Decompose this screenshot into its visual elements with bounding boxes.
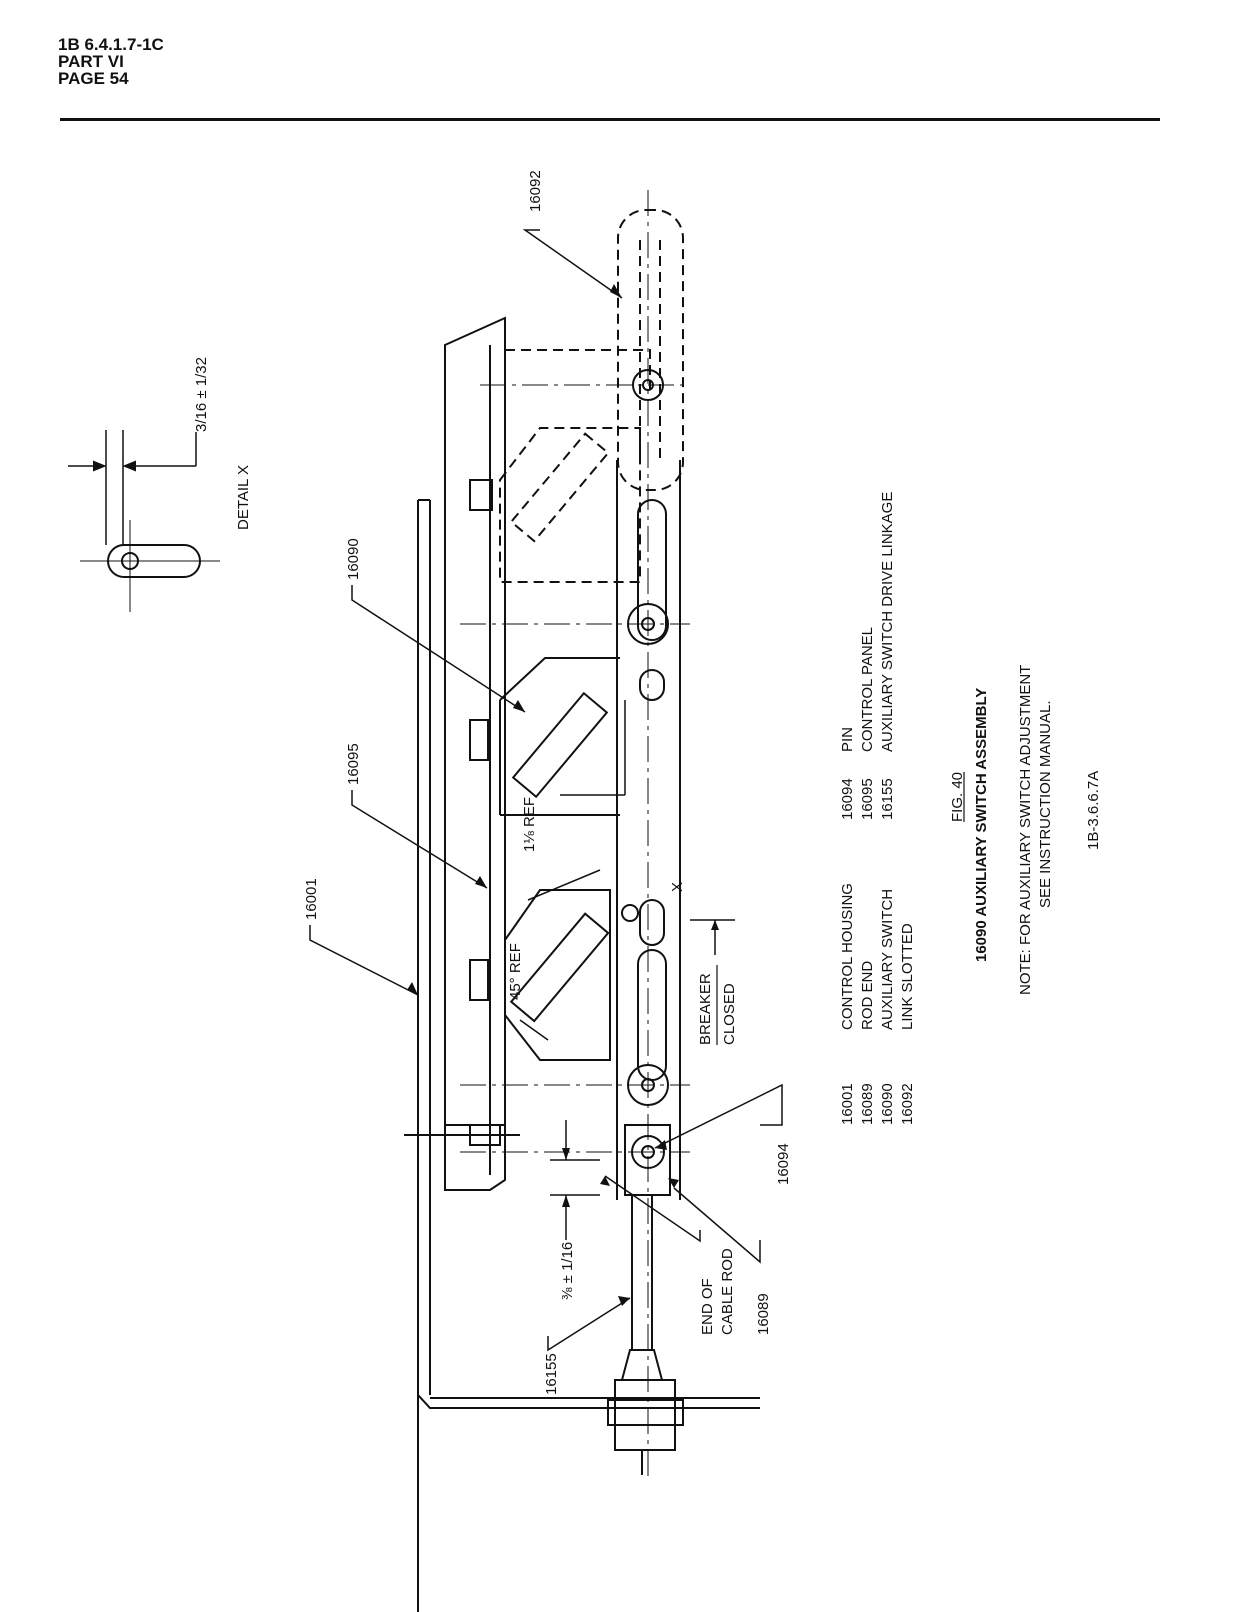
control-panel [404,316,520,1191]
legend-desc-16090: AUXILIARY SWITCH [879,889,896,1030]
page-label: PAGE 54 [58,69,129,88]
legend-desc-16089: ROD END [859,961,876,1030]
parts-legend: 16001 CONTROL HOUSING 16089 ROD END 1609… [839,492,916,1125]
arrowheads [407,284,719,1306]
callout-16001: 16001 [303,878,320,920]
leader-lines [309,229,783,1352]
legend-num-16095: 16095 [859,778,876,820]
note-line-1: NOTE: FOR AUXILIARY SWITCH ADJUSTMENT [1017,665,1034,995]
callout-16090: 16090 [345,538,362,580]
document-header: 1B 6.4.1.7-1C PART VI PAGE 54 [58,36,164,87]
callout-16092: 16092 [527,170,544,212]
aux-switch-upper [499,657,620,816]
detail-x-label: DETAIL X [235,465,252,530]
dimension-lines [519,869,735,1240]
legend-num-16001: 16001 [839,1083,856,1125]
doc-number: 1B 6.4.1.7-1C [58,35,164,54]
callout-16094: 16094 [775,1143,792,1185]
legend-num-16089: 16089 [859,1083,876,1125]
cable-rod [607,1195,684,1475]
legend-desc-16155: AUXILIARY SWITCH DRIVE LINKAGE [879,492,896,752]
legend-num-16092: 16092 [899,1083,916,1125]
callout-16089: 16089 [755,1293,772,1335]
figure-caption: FIG. 40 16090 AUXILIARY SWITCH ASSEMBLY … [949,665,1102,995]
dimension-labels: 3/16 ± 1/32 DETAIL X 1⅛ REF 45° REF X ⅜ … [193,357,686,1300]
note-line-2: SEE INSTRUCTION MANUAL. [1037,700,1054,908]
annotation-labels: BREAKER CLOSED END OF CABLE ROD [697,965,738,1335]
legend-num-16094: 16094 [839,778,856,820]
legend-desc-16094: PIN [839,727,856,752]
ref-1-1-8: 1⅛ REF [521,797,538,852]
callout-16095: 16095 [345,743,362,785]
detail-x-slot [68,430,220,612]
drawing-number: 1B-3.6.6.7A [1085,771,1102,850]
aux-switch-lower [504,889,611,1061]
fig-label: FIG. 40 [949,772,966,822]
breaker-label: BREAKER [697,973,714,1045]
legend-desc-16095: CONTROL PANEL [859,627,876,752]
ref-45: 45° REF [507,943,524,1000]
callout-16155: 16155 [543,1353,560,1395]
control-housing [417,499,760,1612]
header-rule [60,118,1160,121]
center-lines [460,190,690,1480]
x-mark: X [669,882,686,892]
switch-alt-position [499,209,684,583]
legend-desc-16001: CONTROL HOUSING [839,883,856,1030]
fig-title: 16090 AUXILIARY SWITCH ASSEMBLY [973,688,990,962]
callout-labels: 16092 16090 16095 16001 16094 16089 1615… [303,170,792,1395]
closed-label: CLOSED [721,983,738,1045]
legend-desc-16092: LINK SLOTTED [899,923,916,1030]
legend-num-16090: 16090 [879,1083,896,1125]
rod-dimension: ⅜ ± 1/16 [559,1242,576,1300]
cable-rod-label: CABLE ROD [719,1248,736,1335]
detail-tolerance: 3/16 ± 1/32 [193,357,210,432]
end-of-label: END OF [699,1278,716,1335]
legend-num-16155: 16155 [879,778,896,820]
part-label: PART VI [58,52,124,71]
